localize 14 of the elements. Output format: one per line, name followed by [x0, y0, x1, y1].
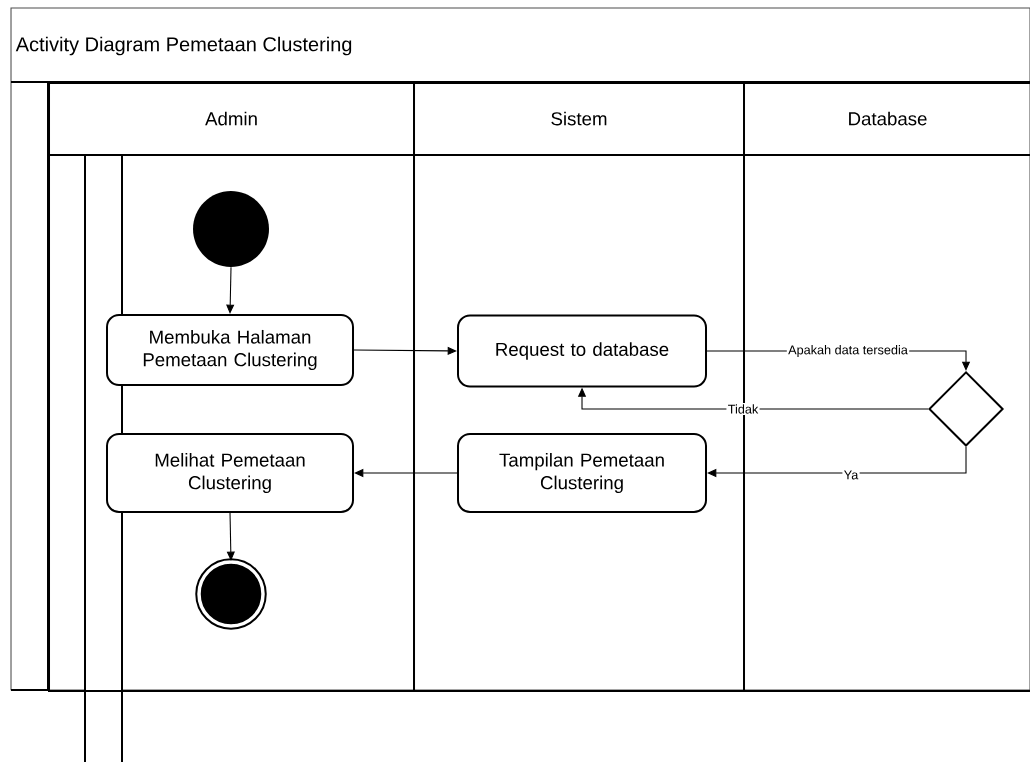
edge-label: Ya	[842, 469, 860, 481]
action-box: Membuka Halaman Pemetaan Clustering	[106, 314, 354, 386]
arrow	[226, 512, 235, 561]
start-node	[193, 191, 269, 267]
edge-label: Apakah data tersedia	[786, 343, 910, 359]
end-node	[195, 558, 267, 630]
action-box: Tampilan Pemetaan Clustering	[457, 433, 707, 513]
action-box: Melihat Pemetaan Clustering	[106, 433, 354, 513]
edge-label: Tidak	[726, 403, 760, 415]
action-box: Request to database	[457, 314, 707, 388]
diagram-title: Activity Diagram Pemetaan Clustering	[15, 36, 352, 56]
decision-diamond	[928, 371, 1004, 447]
arrow	[226, 266, 235, 314]
arrow	[707, 446, 967, 478]
